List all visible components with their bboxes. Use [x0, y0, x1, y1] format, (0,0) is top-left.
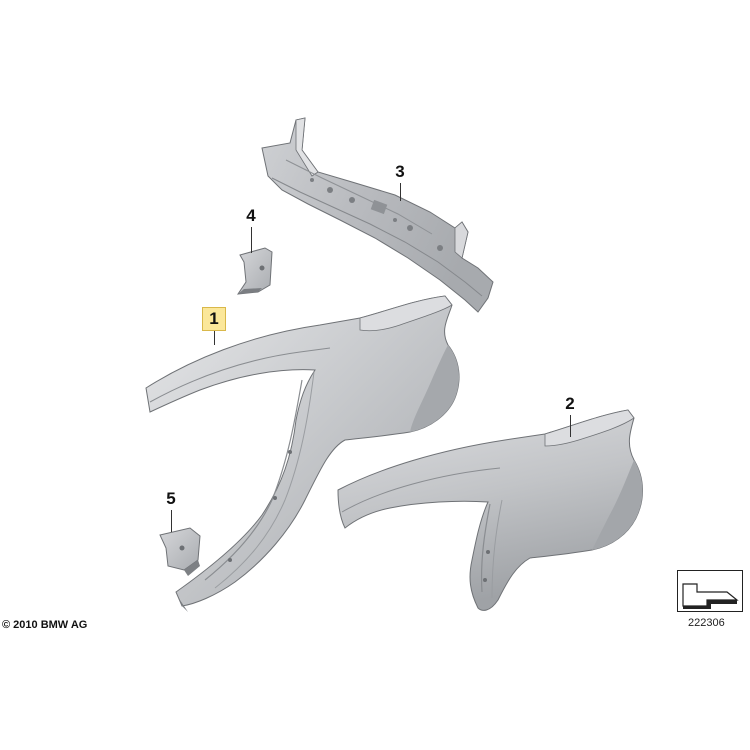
- part-4-bracket: [236, 247, 273, 295]
- callout-part-2: 2: [565, 394, 575, 413]
- part-5-bracket: [159, 527, 201, 576]
- copyright-text: © 2010 BMW AG: [2, 619, 88, 631]
- leader-line-part-2: [570, 415, 571, 437]
- leader-line-part-3: [400, 183, 401, 201]
- callout-part-4: 4: [246, 206, 256, 225]
- orientation-arrow-icon: [677, 570, 743, 612]
- drawing-number: 222306: [688, 617, 725, 629]
- part-1-side-frame: [145, 295, 460, 612]
- leader-line-part-1: [214, 331, 215, 345]
- part-2-side-panel: [337, 409, 643, 611]
- callout-part-1: 1: [202, 307, 226, 331]
- callout-part-3: 3: [395, 162, 405, 181]
- part-3-rear-panel: [261, 117, 494, 313]
- callout-part-5: 5: [166, 489, 176, 508]
- leader-line-part-4: [251, 227, 252, 253]
- leader-line-part-5: [171, 510, 172, 532]
